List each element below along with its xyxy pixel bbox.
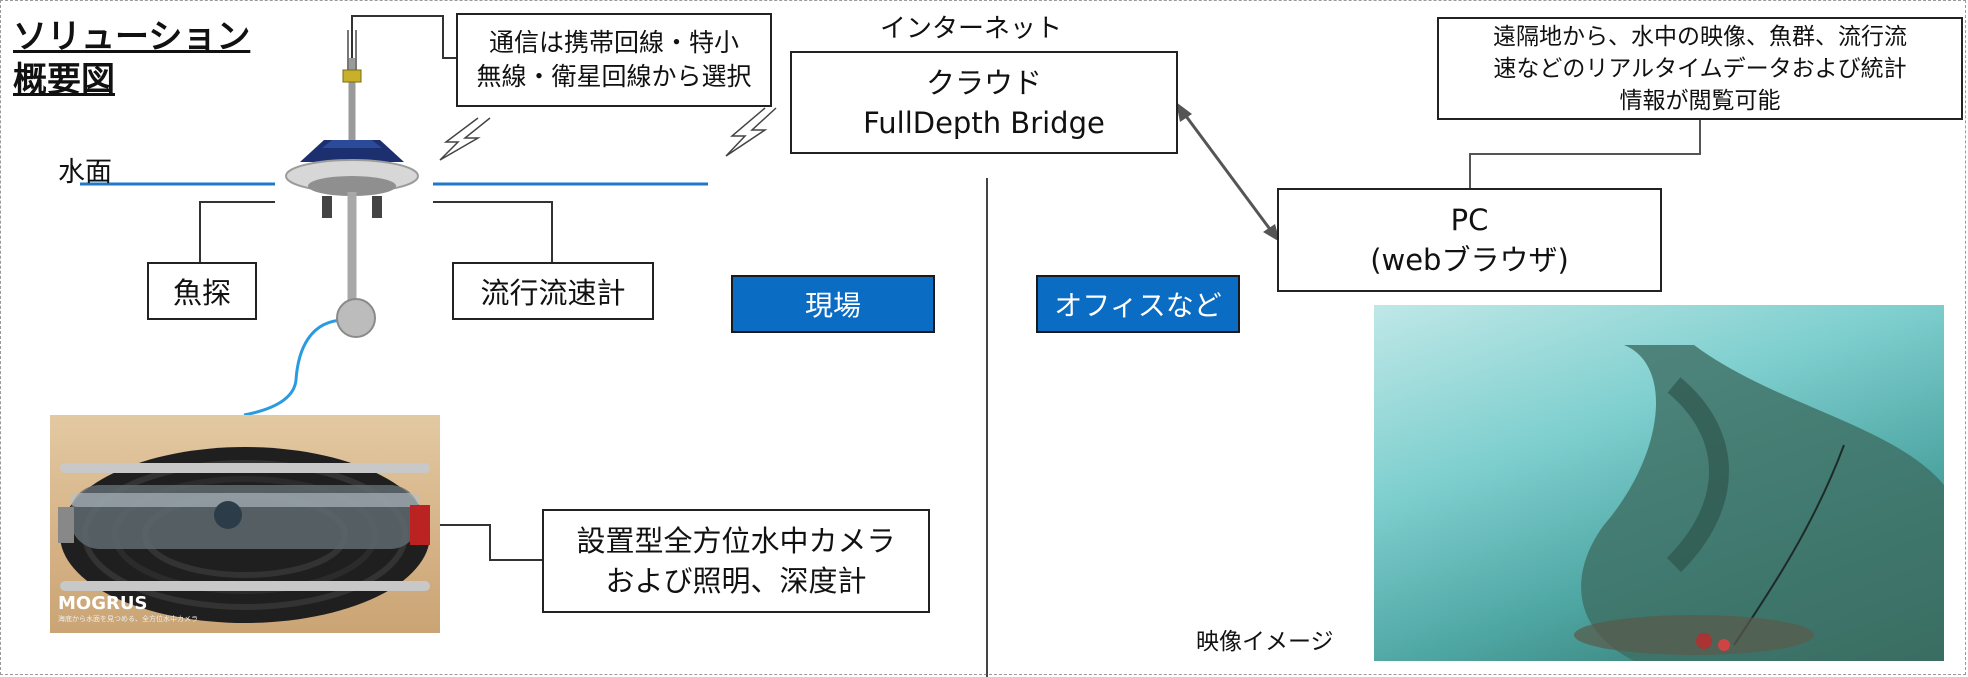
title-line-2: 概要図 (13, 60, 115, 100)
buoy-graphic (285, 30, 419, 338)
remote-info-box: 遠隔地から、水中の映像、魚群、流行流 速などのリアルタイムデータおよび統計 情報… (1437, 17, 1963, 120)
diagram-title: ソリューション 概要図 (13, 16, 250, 102)
signal-bolt-buoy (439, 117, 491, 161)
title-line-1: ソリューション (13, 17, 251, 57)
mogrus-logo: MOGRUS (58, 593, 148, 614)
water-surface-label: 水面 (58, 157, 112, 188)
pc-info-connector (1469, 120, 1701, 188)
office-badge: オフィスなど (1036, 275, 1240, 333)
cloud-pc-arrow (1178, 107, 1277, 237)
camera-photo: MOGRUS 海底から水面を見つめる、全方位水中カメラ (50, 415, 440, 633)
mogrus-tagline: 海底から水面を見つめる、全方位水中カメラ (58, 615, 198, 623)
camera-box: 設置型全方位水中カメラ および照明、深度計 (542, 509, 930, 613)
fish-finder-connector (199, 201, 275, 263)
current-meter-box: 流行流速計 (452, 262, 654, 320)
site-badge: 現場 (731, 275, 935, 333)
underwater-cable (243, 318, 346, 417)
camera-photo-graphic (58, 447, 430, 623)
camera-connector (440, 524, 544, 561)
fish-finder-box: 魚探 (147, 262, 257, 320)
communication-box: 通信は携帯回線・特小 無線・衛星回線から選択 (456, 13, 772, 107)
underwater-video-photo (1374, 305, 1944, 661)
antenna-connector (351, 15, 458, 59)
current-meter-connector (433, 201, 553, 263)
cloud-box: クラウド FullDepth Bridge (790, 51, 1178, 154)
signal-bolt-cloud (725, 107, 777, 157)
pc-box: PC (webブラウザ) (1277, 188, 1662, 292)
internet-label: インターネット (880, 14, 1063, 44)
underwater-video-graphic (1574, 345, 1944, 661)
video-image-label: 映像イメージ (1196, 629, 1334, 655)
